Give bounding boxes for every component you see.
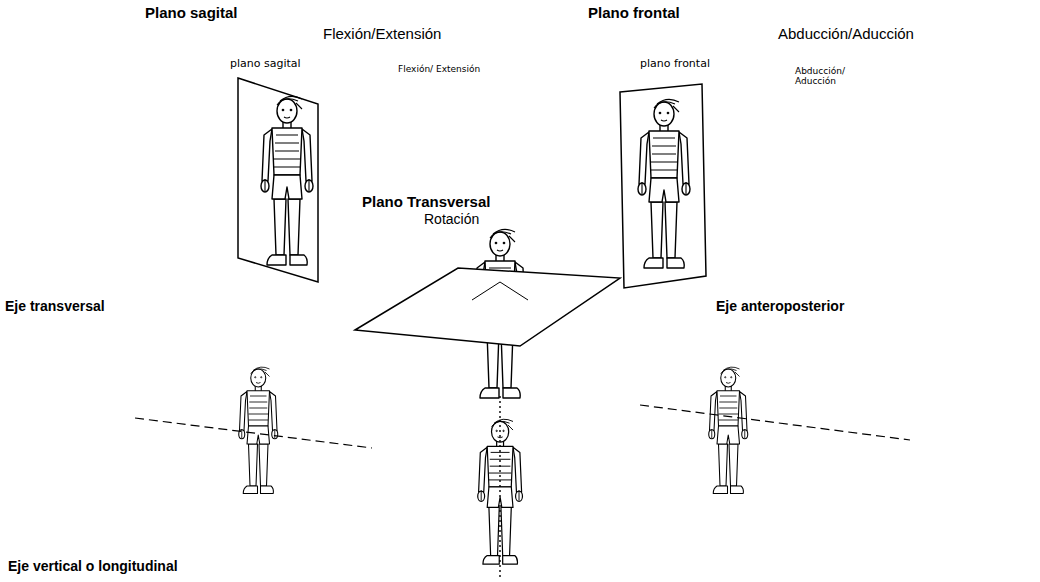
- plane-label: plano sagital: [230, 58, 301, 71]
- movement-label: Flexión/ Extensión: [398, 64, 480, 74]
- movement-label: Rotación: [424, 211, 479, 227]
- frontal-plane: [620, 84, 706, 288]
- axis-line: [640, 405, 910, 440]
- movement-label: Abducción/Aducción: [778, 25, 914, 42]
- plane-title: Plano sagital: [145, 4, 238, 21]
- plane-title: Plano frontal: [588, 4, 680, 21]
- axis-line: [499, 420, 500, 580]
- movement-label: Flexión/Extensión: [323, 25, 441, 42]
- plane-label: plano frontal: [640, 58, 710, 71]
- sagittal-plane: [238, 78, 318, 282]
- figure-outline: [472, 282, 528, 300]
- movement-label: Abducción/ Aducción: [795, 66, 853, 87]
- figure: [709, 367, 748, 493]
- axis-label: Eje anteroposterior: [716, 298, 844, 314]
- axis-label: Eje vertical o longitudinal: [8, 558, 178, 574]
- axis-label: Eje transversal: [5, 298, 105, 314]
- axis-line: [499, 396, 500, 420]
- figure: [261, 96, 313, 265]
- axis-line: [135, 418, 372, 448]
- plane-title: Plano Transversal: [362, 193, 490, 210]
- transverse-plane: [355, 268, 620, 346]
- figure: [638, 99, 690, 268]
- figure: [239, 367, 278, 493]
